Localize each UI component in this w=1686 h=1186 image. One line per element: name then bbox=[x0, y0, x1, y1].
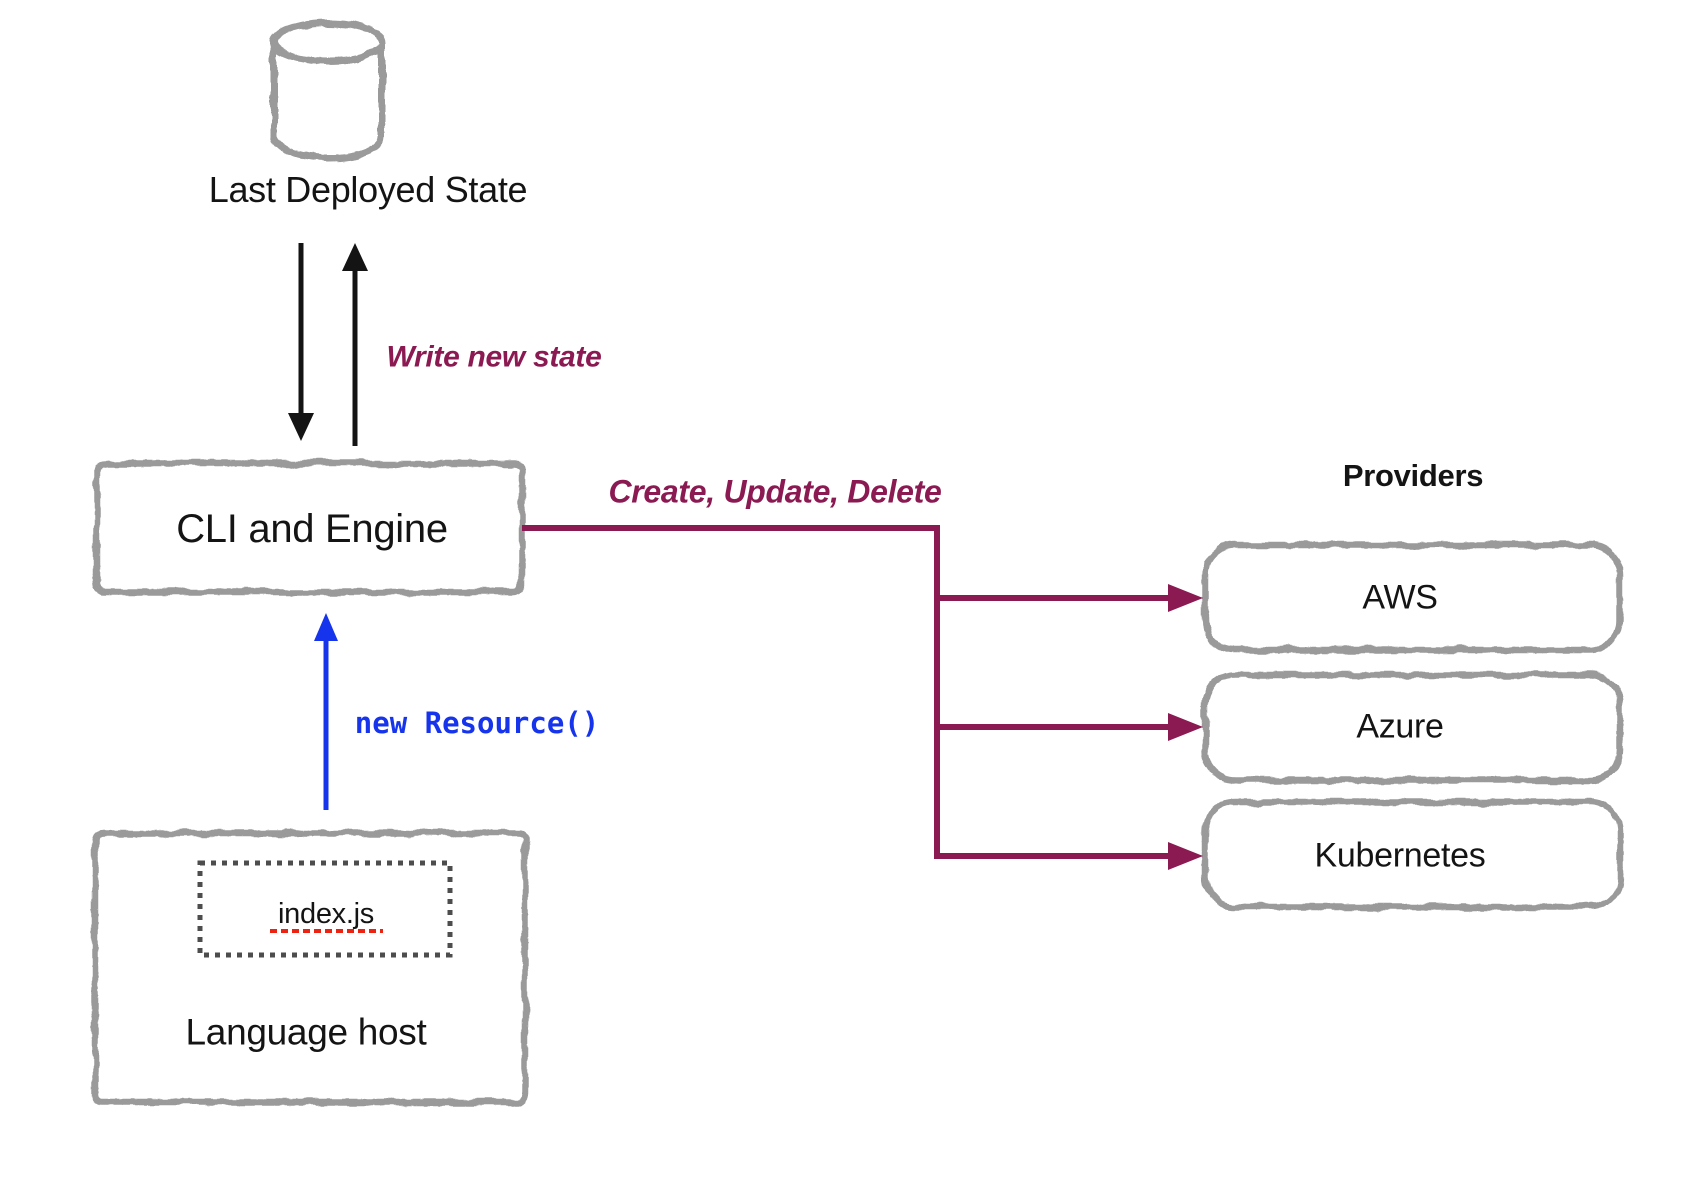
database-cylinder-icon bbox=[270, 19, 386, 162]
state-store-label: Last Deployed State bbox=[208, 169, 528, 211]
language-host-label: Language host bbox=[185, 1011, 427, 1053]
provider-aws-label: AWS bbox=[1362, 578, 1438, 617]
new-resource-label: new Resource() bbox=[354, 706, 600, 741]
arrowhead-azure bbox=[1168, 713, 1203, 741]
providers-title: Providers bbox=[1342, 457, 1484, 493]
provider-kubernetes-node bbox=[1201, 798, 1624, 911]
language-host-node bbox=[91, 829, 529, 1106]
index-js-file-box bbox=[197, 860, 453, 958]
write-state-arrow bbox=[342, 243, 368, 446]
arrowhead-aws bbox=[1168, 584, 1203, 612]
cli-engine-label: CLI and Engine bbox=[176, 507, 448, 551]
write-new-state-label: Write new state bbox=[386, 340, 602, 374]
index-js-label: index.js bbox=[278, 898, 374, 931]
new-resource-arrow bbox=[314, 613, 338, 810]
provider-aws-node bbox=[1201, 541, 1624, 654]
read-state-arrow bbox=[288, 243, 314, 441]
provider-kubernetes-label: Kubernetes bbox=[1314, 836, 1486, 875]
provider-azure-node bbox=[1201, 671, 1624, 784]
provider-azure-label: Azure bbox=[1356, 707, 1444, 746]
create-update-delete-connector bbox=[522, 525, 1203, 870]
create-update-delete-label: Create, Update, Delete bbox=[608, 473, 942, 510]
arrowhead-kubernetes bbox=[1168, 842, 1203, 870]
